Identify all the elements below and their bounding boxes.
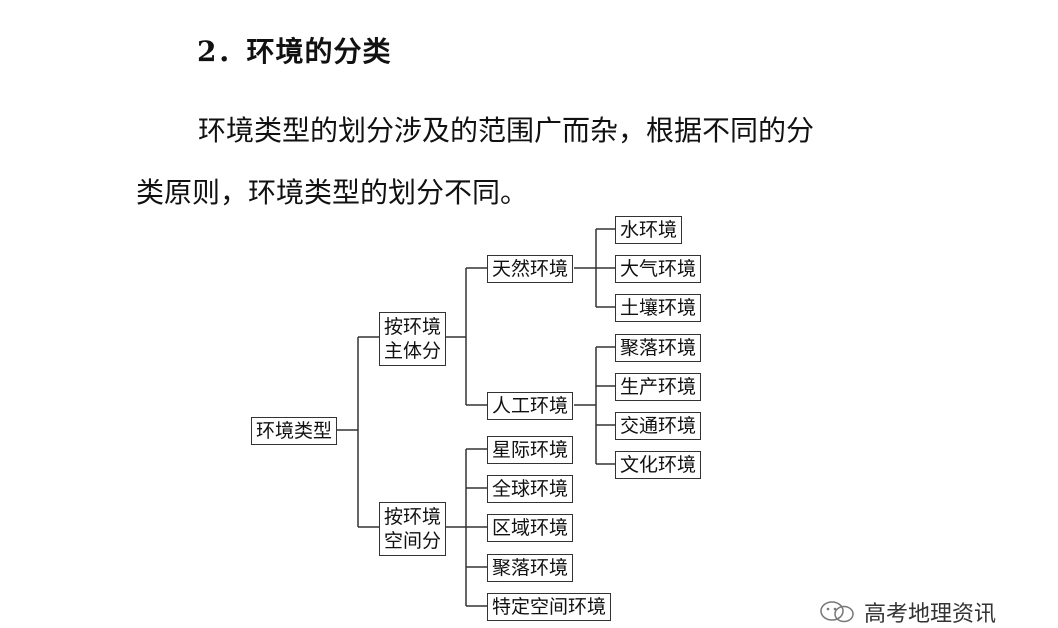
intro-paragraph: 环境类型的划分涉及的范围广而杂，根据不同的分类原则，环境类型的划分不同。 [136,100,936,224]
node-by-space-line2: 空间分 [384,530,442,552]
node-global: 全球环境 [487,475,574,503]
watermark: 高考地理资讯 [818,596,996,628]
node-soil: 土壤环境 [615,294,702,322]
watermark-text: 高考地理资讯 [864,602,997,627]
node-settlement: 聚落环境 [615,334,702,362]
node-artificial: 人工环境 [487,392,574,420]
paragraph-line-2: 类原则，环境类型的划分不同。 [136,176,529,209]
node-by-subject: 按环境 主体分 [379,312,447,366]
node-transport: 交通环境 [615,412,702,440]
node-by-subject-line1: 按环境 [384,316,442,338]
paragraph-line-1: 环境类型的划分涉及的范围广而杂，根据不同的分 [198,114,815,147]
node-production: 生产环境 [615,373,702,401]
node-atmosphere: 大气环境 [615,255,702,283]
section-heading: 2．环境的分类 [197,35,392,68]
node-by-subject-line2: 主体分 [384,340,442,362]
node-by-space: 按环境 空间分 [379,502,447,556]
node-by-space-line1: 按环境 [384,506,442,528]
node-specific-space: 特定空间环境 [487,593,612,621]
node-interstellar: 星际环境 [487,436,574,464]
node-water: 水环境 [615,216,683,244]
node-root: 环境类型 [251,417,338,445]
node-natural: 天然环境 [487,255,574,283]
wechat-icon [820,601,854,623]
node-culture: 文化环境 [615,451,702,479]
node-regional: 区域环境 [487,514,574,542]
node-settlement-space: 聚落环境 [487,554,574,582]
